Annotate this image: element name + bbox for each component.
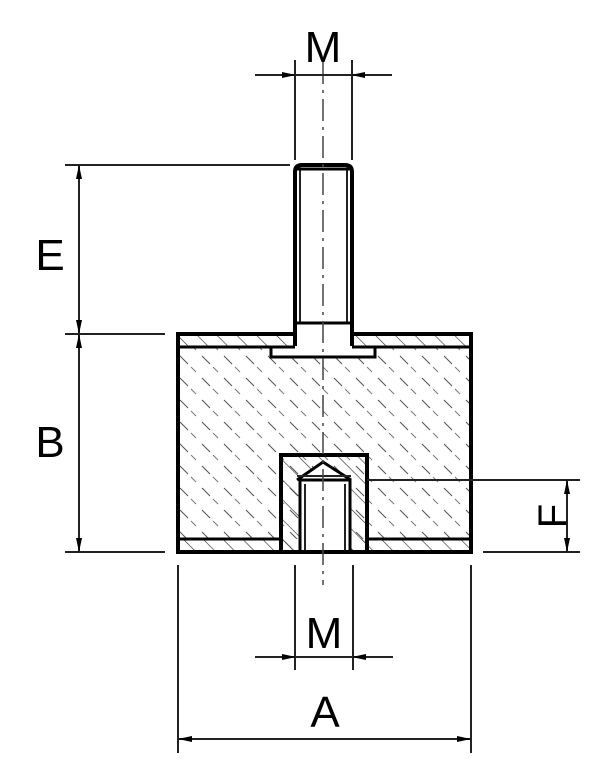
label-stud-height: E xyxy=(35,231,64,280)
dimension-top-thread: M xyxy=(255,23,392,160)
label-bottom-thread: M xyxy=(306,609,343,658)
label-body-height: B xyxy=(35,418,64,467)
dimension-bore-depth: F xyxy=(367,479,580,553)
threaded-insert xyxy=(279,453,369,553)
label-bore-depth: F xyxy=(531,504,575,528)
dimension-body-height: B xyxy=(35,334,165,553)
label-diameter: A xyxy=(310,688,340,737)
label-top-thread: M xyxy=(305,23,342,72)
dimension-diameter: A xyxy=(177,565,472,753)
dimension-bottom-thread: M xyxy=(255,565,393,670)
dimension-stud-height: E xyxy=(35,164,290,335)
